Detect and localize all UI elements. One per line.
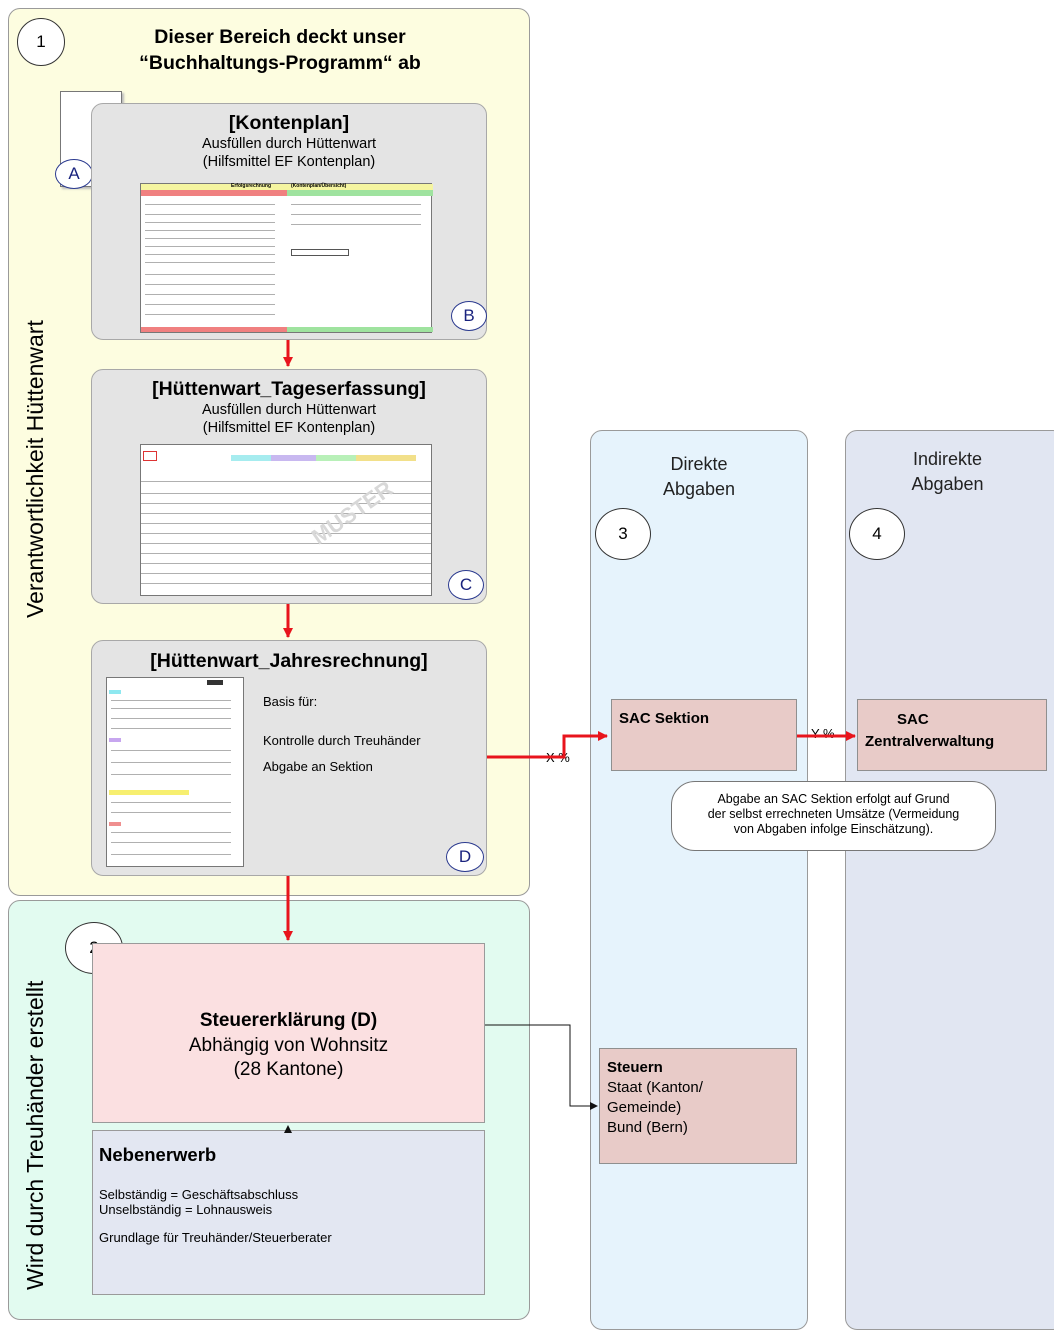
nebenerwerb-line-1: Selbständig = Geschäftsabschluss (99, 1187, 299, 1202)
nebenerwerb-title: Nebenerwerb (99, 1144, 217, 1165)
steuer-line-2: (28 Kantone) (233, 1059, 344, 1080)
badge-a-label: A (68, 164, 80, 183)
note-line-1: Abgabe an SAC Sektion erfolgt auf Grund (717, 792, 950, 806)
step-1-circle: 1 (17, 18, 65, 66)
step-4-number: 4 (872, 524, 882, 543)
indirekte-line-1: Indirekte (912, 449, 983, 469)
kontrolle-label: Kontrolle durch Treuhänder (263, 733, 421, 748)
steuern-line-1: Staat (Kanton/ (607, 1079, 703, 1096)
badge-b-label: B (463, 306, 475, 325)
step-3-circle: 3 (595, 508, 651, 560)
sac-zentral-line-2: Zentralverwaltung (865, 733, 995, 750)
steuern-text: Steuern Staat (Kanton/ Gemeinde) Bund (B… (607, 1058, 703, 1138)
tageserfassung-line-2: (Hilfsmittel EF Kontenplan) (202, 420, 376, 436)
badge-c: C (448, 570, 484, 600)
tageserfassung-title: [Hüttenwart_Tageserfassung] (152, 378, 426, 400)
nebenerwerb-box (92, 1130, 485, 1295)
badge-d-label: D (458, 847, 472, 866)
kontenplan-sheet-preview: Erfolgsrechnung (Kontenplan/Übersicht) (140, 183, 433, 333)
sheet-heading: Erfolgsrechnung (231, 183, 272, 189)
basis-label: Basis für: (263, 694, 318, 709)
steuererklaerung-text: Steuererklärung (D) Abhängig von Wohnsit… (92, 1008, 485, 1082)
tageserfassung-line-1: Ausfüllen durch Hüttenwart (201, 402, 377, 418)
jahresrechnung-sheet-preview (106, 677, 244, 867)
kontenplan-title: [Kontenplan] (228, 112, 350, 134)
badge-a: A (55, 159, 93, 189)
jahresrechnung-title: [Hüttenwart_Jahresrechnung] (150, 650, 428, 672)
badge-b: B (451, 301, 487, 331)
direkte-line-1: Direkte (670, 454, 728, 474)
sac-sektion-label: SAC Sektion (619, 710, 710, 727)
tageserfassung-text: [Hüttenwart_Tageserfassung] Ausfüllen du… (91, 378, 487, 437)
direkte-abgaben-title: Direkte Abgaben (590, 452, 808, 502)
step-4-circle: 4 (849, 508, 905, 560)
sac-sektion-box (611, 699, 797, 771)
kontenplan-text: [Kontenplan] Ausfüllen durch Hüttenwart … (91, 112, 487, 171)
indirekte-line-2: Abgaben (911, 474, 984, 494)
sac-zentralverwaltung-text: SAC Zentralverwaltung (865, 709, 994, 753)
step-3-number: 3 (618, 524, 628, 543)
badge-c-label: C (459, 575, 473, 594)
arrow-steuererklaerung-to-steuern (485, 1024, 598, 1110)
steuern-box (599, 1048, 797, 1164)
note-bubble: Abgabe an SAC Sektion erfolgt auf Grund … (671, 781, 996, 851)
steuererklaerung-box (92, 943, 485, 1123)
page-title: Dieser Bereich deckt unser “Buchhaltungs… (90, 24, 470, 76)
sac-zentral-line-1: SAC (897, 711, 929, 728)
nebenerwerb-line-2: Unselbständig = Lohnausweis (99, 1202, 273, 1217)
note-line-3: von Abgaben infolge Einschätzung). (733, 822, 934, 836)
arrow-jahresrechnung-to-sac-sektion (487, 731, 608, 759)
title-line-1: Dieser Bereich deckt unser (154, 26, 406, 48)
abgabe-label: Abgabe an Sektion (263, 759, 373, 774)
step-1-number: 1 (36, 32, 46, 51)
steuern-line-3: Bund (Bern) (607, 1119, 688, 1136)
tageserfassung-sheet-preview: MUSTER (140, 444, 432, 596)
title-line-2: “Buchhaltungs-Programm“ ab (139, 52, 421, 74)
lane-indirekte-abgaben (845, 430, 1054, 1330)
steuer-line-1: Abhängig von Wohnsitz (188, 1035, 389, 1056)
indirekte-abgaben-title: Indirekte Abgaben (845, 447, 1050, 497)
steuern-line-2: Gemeinde) (607, 1099, 682, 1116)
kontenplan-line-1: Ausfüllen durch Hüttenwart (201, 136, 377, 152)
steuern-title: Steuern (607, 1059, 663, 1076)
nebenerwerb-line-3: Grundlage für Treuhänder/Steuerberater (99, 1230, 332, 1245)
steuer-title: Steuererklärung (D) (199, 1010, 378, 1031)
note-line-2: der selbst errechneten Umsätze (Vermeidu… (707, 807, 960, 821)
sheet-heading-2: (Kontenplan/Übersicht) (291, 183, 347, 189)
kontenplan-line-2: (Hilfsmittel EF Kontenplan) (202, 154, 376, 170)
sac-zentralverwaltung-box (857, 699, 1047, 771)
direkte-line-2: Abgaben (662, 479, 736, 499)
badge-d: D (446, 842, 484, 872)
flow-arrows (283, 340, 856, 1133)
